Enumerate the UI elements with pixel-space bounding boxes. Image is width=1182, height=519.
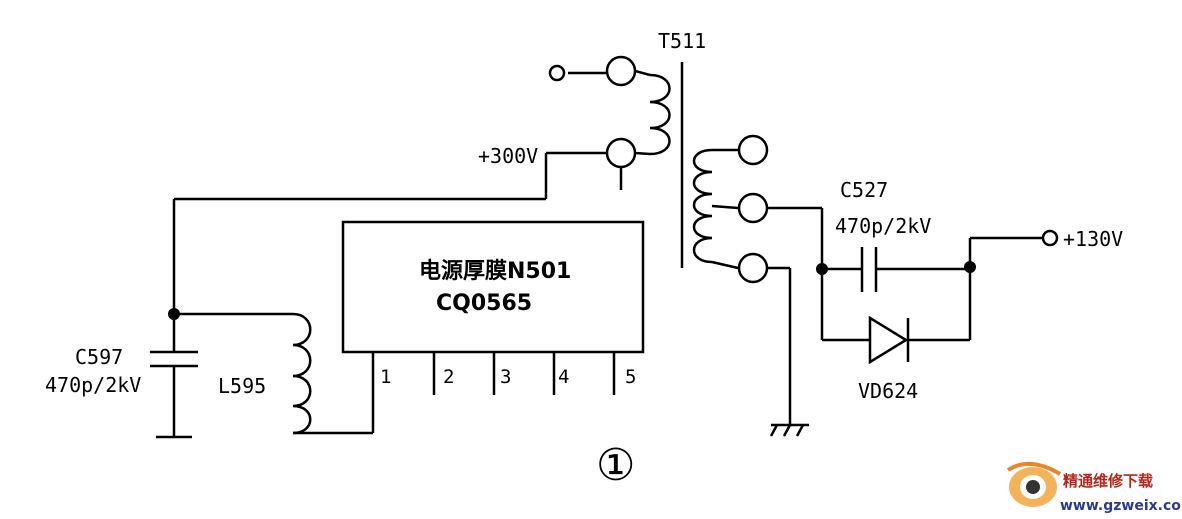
module-pin-4: 4 — [558, 366, 569, 388]
secondary-pin-mid — [737, 192, 769, 224]
module-name: 电源厚膜N501 — [419, 259, 571, 284]
output-terminal — [1041, 229, 1059, 247]
secondary-coil — [692, 148, 713, 264]
vd624-diode — [868, 315, 909, 365]
primary-pin-top — [605, 55, 637, 87]
transformer-primary — [548, 55, 671, 190]
ground-symbol — [767, 266, 809, 437]
figure-number: ① — [596, 440, 635, 491]
primary-pin-bottom — [605, 137, 637, 169]
power-module: 电源厚膜N501 CQ0565 1 2 3 4 5 — [341, 220, 645, 395]
supply-out-label: +130V — [1063, 227, 1123, 251]
vd624-name: VD624 — [858, 379, 918, 403]
c527-name: C527 — [840, 178, 888, 202]
supply-in-label: +300V — [478, 144, 538, 168]
inductor-l595 — [174, 312, 375, 435]
module-pin-1: 1 — [380, 366, 391, 388]
output-network — [767, 206, 1059, 365]
l595-name: L595 — [218, 374, 266, 398]
module-part-number: CQ0565 — [436, 291, 532, 316]
module-pin-5: 5 — [625, 366, 636, 388]
c527-value: 470p/2kV — [835, 214, 931, 238]
transformer-label: T511 — [658, 29, 706, 53]
input-terminal — [548, 64, 566, 82]
secondary-pin-bottom — [737, 252, 769, 284]
module-pin-2: 2 — [443, 366, 454, 388]
module-pin-3: 3 — [500, 366, 511, 388]
l595-coil — [292, 312, 312, 435]
secondary-pin-top — [737, 134, 769, 166]
c597-name: C597 — [75, 345, 123, 369]
transformer-secondary — [692, 134, 769, 284]
primary-coil — [649, 73, 671, 156]
watermark-logo — [1006, 462, 1062, 507]
capacitor-c597 — [150, 308, 198, 439]
c597-value: 470p/2kV — [45, 373, 141, 397]
watermark-url: www.gzweix.com — [1060, 498, 1182, 514]
supply-300v-wire — [172, 151, 607, 352]
watermark-text: 精通维修下载 — [1063, 472, 1153, 490]
module-body — [341, 220, 645, 354]
